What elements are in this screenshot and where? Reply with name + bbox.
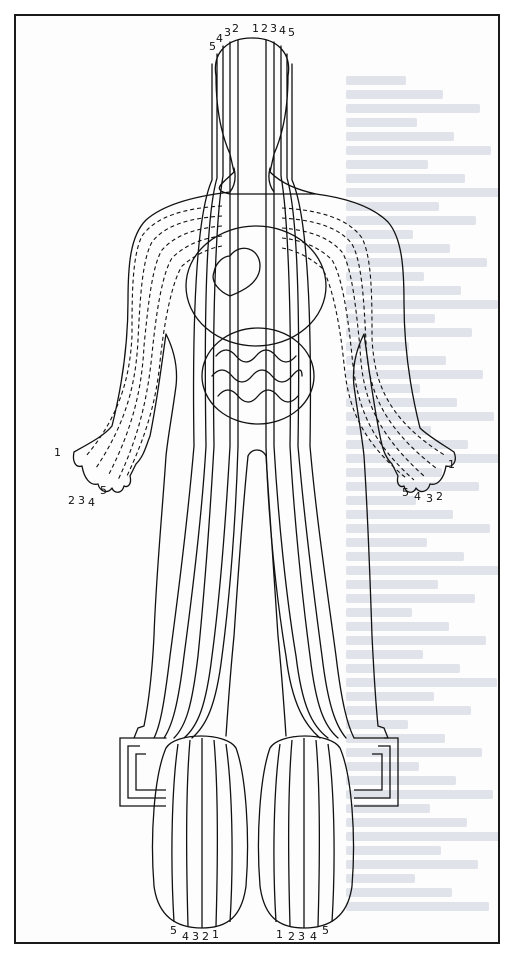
left-arm-zone-1 bbox=[86, 206, 222, 456]
right-foot-connector bbox=[354, 738, 398, 806]
zone-line-3-left bbox=[174, 46, 223, 738]
left-foot-zone-number: 3 bbox=[192, 930, 199, 943]
zone-line-3-right bbox=[281, 46, 338, 738]
right-foot-outline bbox=[258, 736, 353, 928]
head-right-zone-number: 1 bbox=[252, 22, 259, 35]
right-foot-zone-number: 5 bbox=[322, 924, 329, 937]
left-foot-zone-number: 2 bbox=[202, 930, 209, 943]
left-foot-zone-number: 5 bbox=[170, 924, 177, 937]
neck-outline bbox=[230, 168, 274, 192]
head-right-zone-number: 4 bbox=[279, 24, 286, 37]
left-foot-zone-number: 4 bbox=[182, 930, 189, 943]
zone-body-diagram: 54321234512345543215432112345 bbox=[16, 16, 500, 944]
left-foot-zone-number: 1 bbox=[212, 928, 219, 941]
head-left-zone-number: 3 bbox=[224, 26, 231, 39]
head-right-zone-number: 2 bbox=[261, 22, 268, 35]
intestines bbox=[212, 350, 302, 402]
head-left-zone-number: 2 bbox=[232, 22, 239, 35]
head-right-zone-number: 3 bbox=[270, 22, 277, 35]
zone-line-4-right bbox=[287, 54, 346, 738]
crotch-outline bbox=[248, 450, 266, 456]
head-left-zone-number: 5 bbox=[209, 40, 216, 53]
left-arm-zone-5 bbox=[126, 246, 222, 478]
right-hand-zone-number: 3 bbox=[426, 492, 433, 505]
right-foot-zone-number: 2 bbox=[288, 930, 295, 943]
head-left-zone-number: 4 bbox=[216, 32, 223, 45]
zone-line-4-left bbox=[164, 54, 217, 738]
abdomen bbox=[202, 328, 314, 424]
left-hand-zone-number: 1 bbox=[54, 446, 61, 459]
left-hand-zone-number: 3 bbox=[78, 494, 85, 507]
right-hand-zone-number: 1 bbox=[448, 458, 455, 471]
right-foot-zones bbox=[274, 738, 334, 928]
right-arm-zone-5 bbox=[282, 248, 406, 478]
zone-line-5-right bbox=[292, 64, 354, 738]
right-hand-zone-number: 2 bbox=[436, 490, 443, 503]
zone-line-5-left bbox=[154, 64, 212, 738]
right-hand-zone-number: 5 bbox=[402, 486, 409, 499]
head-right-zone-number: 5 bbox=[288, 26, 295, 39]
left-arm-zone-2 bbox=[96, 216, 222, 468]
right-arm-zone-2 bbox=[282, 218, 436, 468]
left-foot-outline bbox=[153, 736, 248, 928]
left-hand-zone-number: 5 bbox=[100, 484, 107, 497]
left-foot-zones bbox=[172, 738, 232, 928]
heart-region bbox=[213, 248, 260, 296]
right-foot-zone-number: 3 bbox=[298, 930, 305, 943]
right-body-outline bbox=[316, 194, 455, 738]
right-arm-zone-4 bbox=[282, 238, 414, 480]
right-foot-zone-number: 4 bbox=[310, 930, 317, 943]
right-hand-zone-number: 4 bbox=[414, 490, 421, 503]
left-hand-zone-number: 4 bbox=[88, 496, 95, 509]
left-hand-zone-number: 2 bbox=[68, 494, 75, 507]
right-foot-zone-number: 1 bbox=[276, 928, 283, 941]
